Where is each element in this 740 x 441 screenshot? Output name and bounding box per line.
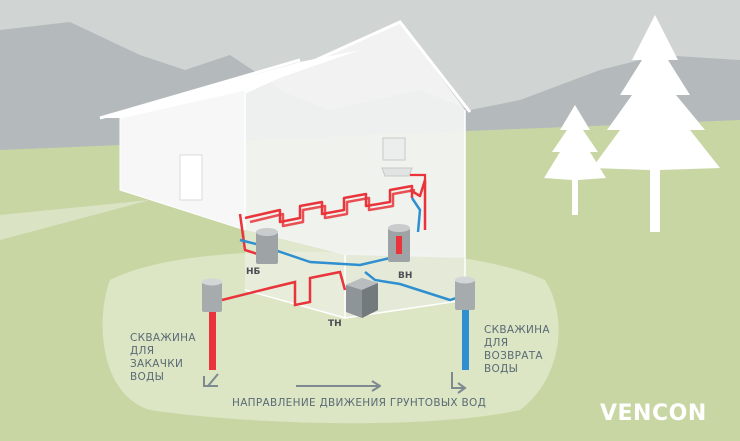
heat-pump-label: ТН xyxy=(328,319,342,329)
return-well xyxy=(455,276,475,370)
heat-pump-unit xyxy=(346,278,378,318)
sink xyxy=(381,167,413,177)
injection-well-line-2: ДЛЯ xyxy=(130,345,154,357)
return-well-line-3: ВОЗВРАТА xyxy=(484,350,543,362)
injection-well-line-3: ЗАКАЧКИ xyxy=(130,358,183,370)
sink-mirror xyxy=(382,137,406,161)
buffer-tank-label: НБ xyxy=(246,267,261,277)
injection-well-line-4: ВОДЫ xyxy=(130,371,164,383)
return-well-line-2: ДЛЯ xyxy=(484,337,508,349)
buffer-tank xyxy=(256,228,278,264)
door xyxy=(179,154,203,201)
logo-text: VENCON xyxy=(600,401,707,426)
sink-hot-pipe xyxy=(410,173,427,190)
pine-tree-large xyxy=(592,15,720,232)
injection-well-label: СКВАЖИНА ДЛЯ ЗАКАЧКИ ВОДЫ xyxy=(130,332,199,383)
pine-tree-small xyxy=(544,105,606,215)
road xyxy=(0,200,150,240)
hot-loop-pipe xyxy=(221,270,347,307)
return-well-label: СКВАЖИНА ДЛЯ ВОЗВРАТА ВОДЫ xyxy=(484,324,553,375)
water-heater-label: ВН xyxy=(398,271,412,281)
injection-well xyxy=(202,278,222,370)
flow-direction-label: НАПРАВЛЕНИЕ ДВИЖЕНИЯ ГРУНТОВЫХ ВОД xyxy=(232,397,486,409)
water-heater-tank xyxy=(388,224,410,262)
return-well-line-1: СКВАЖИНА xyxy=(484,324,550,336)
vencon-logo: VENCON xyxy=(600,401,707,426)
flow-arrows xyxy=(203,372,467,394)
injection-well-line-1: СКВАЖИНА xyxy=(130,332,196,344)
return-well-line-4: ВОДЫ xyxy=(484,363,518,375)
cold-loop-pipe xyxy=(364,271,463,302)
